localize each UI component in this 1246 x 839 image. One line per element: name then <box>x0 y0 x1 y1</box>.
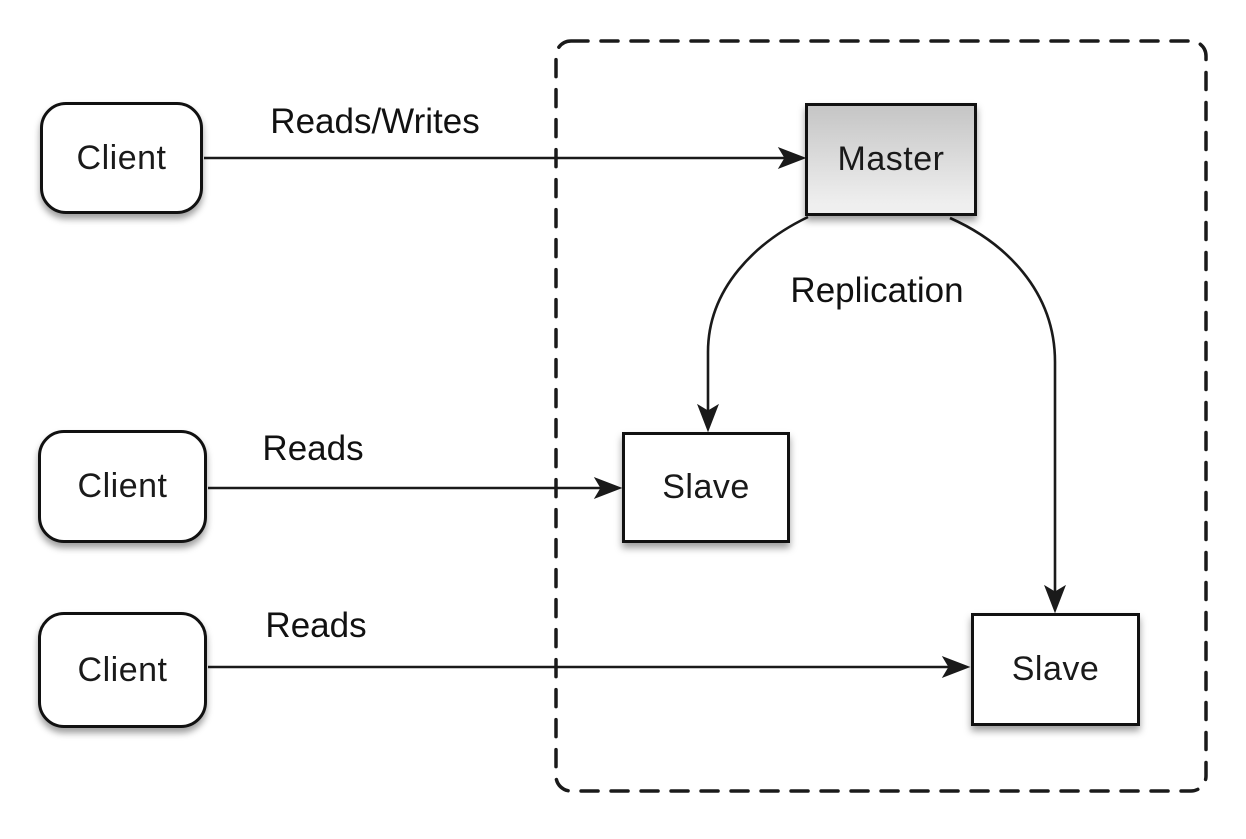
node-master-label: Master <box>837 140 945 178</box>
edge-label-reads-bottom: Reads <box>265 606 367 645</box>
edge-label-replication: Replication <box>790 271 964 310</box>
node-slave-2-label: Slave <box>1011 650 1100 688</box>
node-client-1: Client <box>40 102 203 214</box>
node-client-2: Client <box>38 430 207 543</box>
node-slave-1: Slave <box>622 432 790 543</box>
arrow-reads-bottom <box>208 656 971 678</box>
arrow-reads-mid <box>208 477 623 499</box>
node-slave-1-label: Slave <box>662 468 750 506</box>
arrow-reads-writes <box>204 147 807 169</box>
node-slave-2: Slave <box>971 613 1140 726</box>
node-master: Master <box>805 103 977 216</box>
node-client-2-label: Client <box>77 467 168 505</box>
edge-label-reads-writes: Reads/Writes <box>270 102 480 141</box>
replication-group-border <box>554 39 1208 793</box>
node-client-3: Client <box>38 612 207 728</box>
node-client-3-label: Client <box>77 650 168 689</box>
node-client-1-label: Client <box>76 138 167 177</box>
arrow-replication-left <box>697 215 809 433</box>
edge-label-reads-mid: Reads <box>262 429 364 468</box>
arrow-replication-right <box>949 216 1066 614</box>
